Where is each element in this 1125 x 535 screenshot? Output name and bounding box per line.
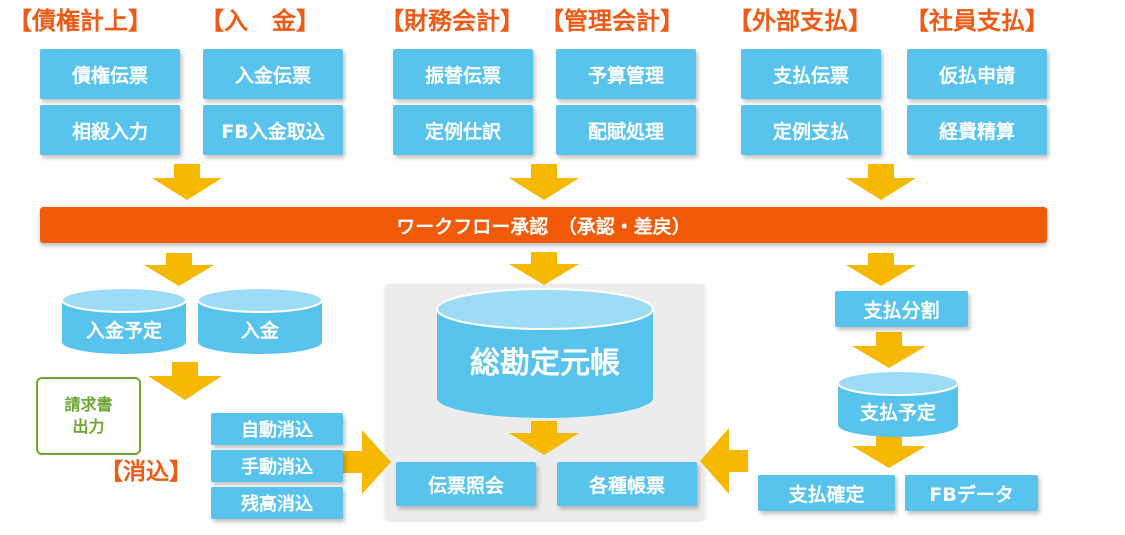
module-recurring-journal[interactable]: 定例仕訳 — [393, 105, 533, 155]
arrow-down-icon — [152, 164, 222, 200]
arrow-down-icon — [852, 332, 926, 368]
reports-button[interactable]: 各種帳票 — [557, 462, 697, 506]
balance-clearing-button[interactable]: 残高消込 — [211, 487, 343, 519]
db-planned-deposit-cylinder — [61, 287, 187, 354]
arrow-down-icon — [148, 362, 222, 400]
general-ledger-label: 総勘定元帳 — [470, 346, 620, 381]
invoice-output-box[interactable]: 請求書 出力 — [36, 377, 141, 455]
module-advance-request[interactable]: 仮払申請 — [907, 49, 1047, 99]
module-fb-deposit-import[interactable]: FB入金取込 — [203, 105, 343, 155]
arrow-down-icon — [846, 164, 916, 200]
module-expense-settlement[interactable]: 経費精算 — [907, 105, 1047, 155]
module-offset-entry[interactable]: 相殺入力 — [40, 105, 180, 155]
arrow-down-icon — [509, 421, 579, 455]
module-receivables-voucher[interactable]: 債権伝票 — [40, 49, 180, 99]
header-deposit: 【入 金】 — [200, 7, 320, 35]
general-ledger-cylinder — [436, 288, 654, 418]
header-receivables: 【債権計上】 — [8, 7, 152, 35]
header-external-payment: 【外部支払】 — [728, 7, 872, 35]
payment-split-button[interactable]: 支払分割 — [835, 291, 968, 327]
header-management-accounting: 【管理会計】 — [540, 7, 684, 35]
arrow-down-icon — [509, 252, 579, 285]
auto-clearing-button[interactable]: 自動消込 — [211, 413, 343, 445]
db-deposit-cylinder — [197, 287, 323, 354]
payment-confirm-button[interactable]: 支払確定 — [758, 475, 895, 511]
arrow-left-icon — [700, 428, 748, 494]
module-transfer-voucher[interactable]: 振替伝票 — [393, 49, 533, 99]
workflow-approval-band: ワークフロー承認 （承認・差戻） — [40, 207, 1047, 243]
fb-data-button[interactable]: FBデータ — [905, 475, 1038, 511]
arrow-down-icon — [846, 253, 916, 286]
arrow-down-icon — [144, 253, 214, 286]
manual-clearing-button[interactable]: 手動消込 — [211, 450, 343, 482]
db-planned-payment-cylinder — [837, 370, 959, 437]
db-planned-payment-label: 支払予定 — [859, 401, 936, 424]
db-deposit-label: 入金 — [240, 319, 279, 342]
module-deposit-voucher[interactable]: 入金伝票 — [203, 49, 343, 99]
db-planned-deposit-label: 入金予定 — [85, 319, 162, 342]
module-budget-management[interactable]: 予算管理 — [556, 49, 696, 99]
arrow-down-icon — [509, 164, 579, 200]
header-employee-payment: 【社員支払】 — [905, 7, 1049, 35]
module-payment-voucher[interactable]: 支払伝票 — [741, 49, 881, 99]
arrow-right-icon — [343, 430, 391, 494]
module-allocation[interactable]: 配賦処理 — [556, 105, 696, 155]
header-financial-accounting: 【財務会計】 — [380, 7, 524, 35]
arrow-down-icon — [852, 432, 926, 468]
module-recurring-payment[interactable]: 定例支払 — [741, 105, 881, 155]
invoice-output-label: 請求書 出力 — [64, 395, 113, 436]
voucher-inquiry-button[interactable]: 伝票照会 — [396, 462, 536, 506]
clearing-title: 【消込】 — [100, 459, 192, 485]
